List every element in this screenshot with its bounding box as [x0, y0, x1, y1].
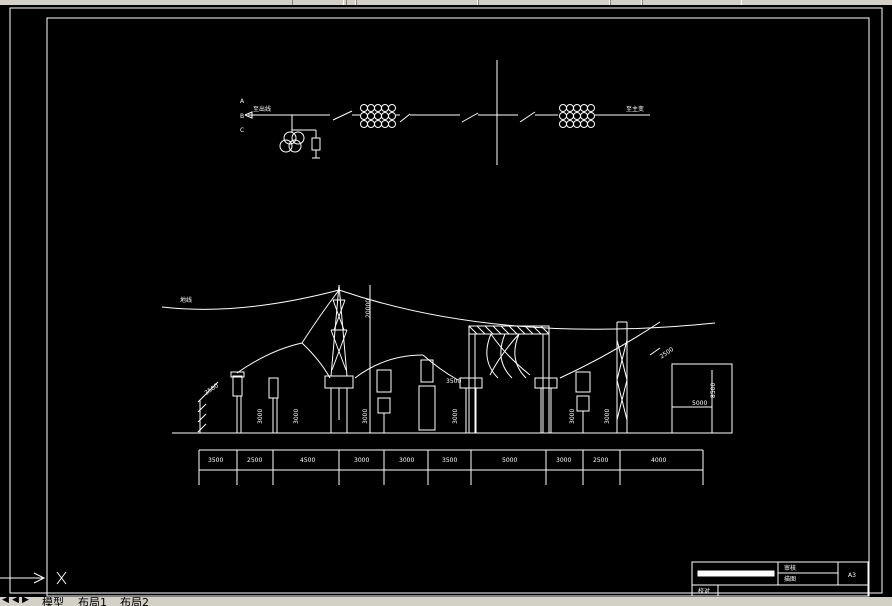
- span-9: 2500: [593, 457, 608, 464]
- phase-c-label: C: [240, 127, 244, 134]
- title-cell-review: 审核: [784, 564, 796, 572]
- ground-wire: [161, 289, 340, 310]
- current-transformer-left: [360, 104, 396, 128]
- current-transformer-right: [559, 104, 595, 128]
- ground-wire-label: 地线: [180, 296, 192, 304]
- nav-first-icon[interactable]: ◀: [2, 597, 9, 605]
- height-1: 3000: [257, 409, 264, 424]
- to-main-transformer-label: 至主变: [626, 105, 644, 113]
- outer-frame: [9, 7, 883, 594]
- nav-next-icon[interactable]: ▶: [22, 597, 29, 605]
- title-block: [691, 561, 869, 597]
- height-6: 3000: [604, 409, 611, 424]
- box-height: 8500: [710, 383, 717, 398]
- tab-model[interactable]: 模型: [42, 597, 64, 606]
- lattice-tower: [324, 284, 354, 433]
- span-4: 3000: [354, 457, 369, 464]
- span-5: 3000: [399, 457, 414, 464]
- phase-b-label: B: [240, 113, 244, 120]
- single-line-schematic: [244, 60, 650, 165]
- toolbar-strip: [0, 0, 892, 5]
- span-dimensions: [198, 449, 704, 485]
- ucs-icon: [0, 571, 67, 585]
- to-outgoing-label: 至出线: [253, 105, 271, 113]
- sheet-size: A3: [848, 572, 856, 579]
- box-width: 5000: [692, 400, 707, 407]
- terminal-tower: [616, 321, 628, 433]
- toolbar-field[interactable]: [292, 0, 344, 5]
- substation-gantry: [468, 325, 550, 433]
- inner-frame: [46, 17, 870, 597]
- dim-top-1: 3500: [203, 382, 220, 397]
- span-8: 3000: [556, 457, 571, 464]
- nav-prev-icon[interactable]: ◀: [12, 597, 19, 605]
- span-2: 2500: [247, 457, 262, 464]
- phase-a-label: A: [240, 98, 245, 105]
- toolbar-button[interactable]: [610, 0, 642, 5]
- tower-height: 20000: [365, 299, 372, 318]
- toolbar-button[interactable]: [346, 0, 356, 5]
- span-10: 4000: [651, 457, 666, 464]
- height-2: 3000: [293, 409, 300, 424]
- height-4: 3000: [452, 409, 459, 424]
- height-5: 3000: [569, 409, 576, 424]
- title-cell-trace: 描图: [784, 575, 796, 583]
- dim-top-3: 2500: [659, 346, 676, 361]
- elevation-view: [161, 284, 733, 485]
- span-3: 4500: [300, 457, 315, 464]
- tab-layout2[interactable]: 布局2: [120, 597, 149, 606]
- title-cell-check: 校对: [698, 587, 710, 595]
- span-6: 3500: [442, 457, 457, 464]
- height-3: 3000: [362, 409, 369, 424]
- toolbar-field[interactable]: [356, 0, 478, 5]
- transformer-box: [671, 363, 733, 434]
- drawing-canvas[interactable]: A B C 至出线 至主变 地线 3500 3500 2500 3000 300…: [0, 5, 892, 597]
- dim-top-2: 3500: [446, 378, 461, 385]
- span-7: 5000: [502, 457, 517, 464]
- span-1: 3500: [208, 457, 223, 464]
- layout-tabs-bar: ◀ ◀ ▶ 模型 布局1 布局2: [0, 597, 892, 606]
- conductor: [236, 342, 303, 374]
- tab-layout1[interactable]: 布局1: [78, 597, 107, 606]
- toolbar-field[interactable]: [478, 0, 610, 5]
- toolbar-field[interactable]: [642, 0, 742, 5]
